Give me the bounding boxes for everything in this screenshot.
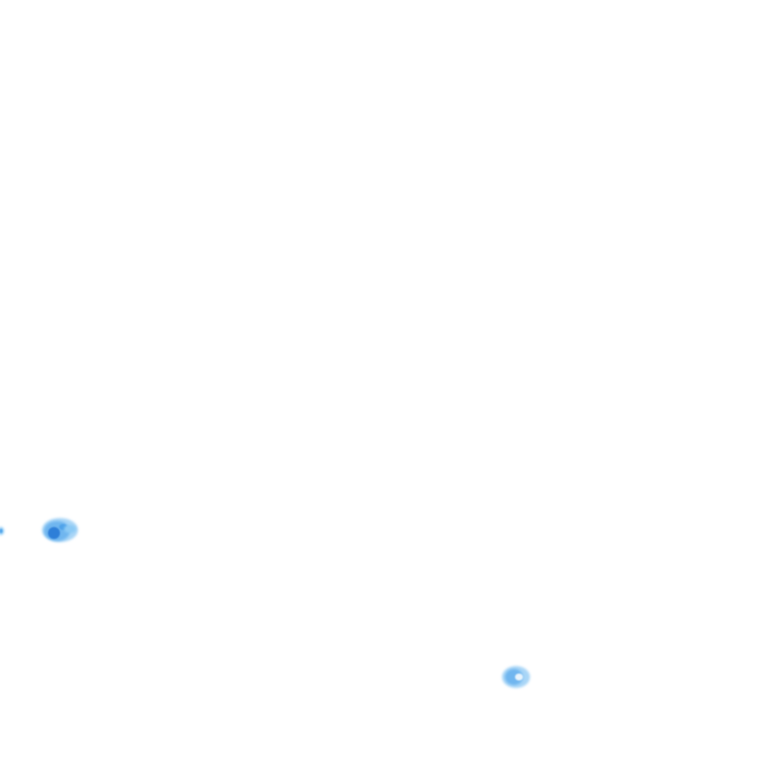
blue-speck-small bbox=[502, 666, 530, 688]
edge-speck bbox=[0, 527, 4, 535]
blue-speck-large bbox=[42, 518, 78, 542]
